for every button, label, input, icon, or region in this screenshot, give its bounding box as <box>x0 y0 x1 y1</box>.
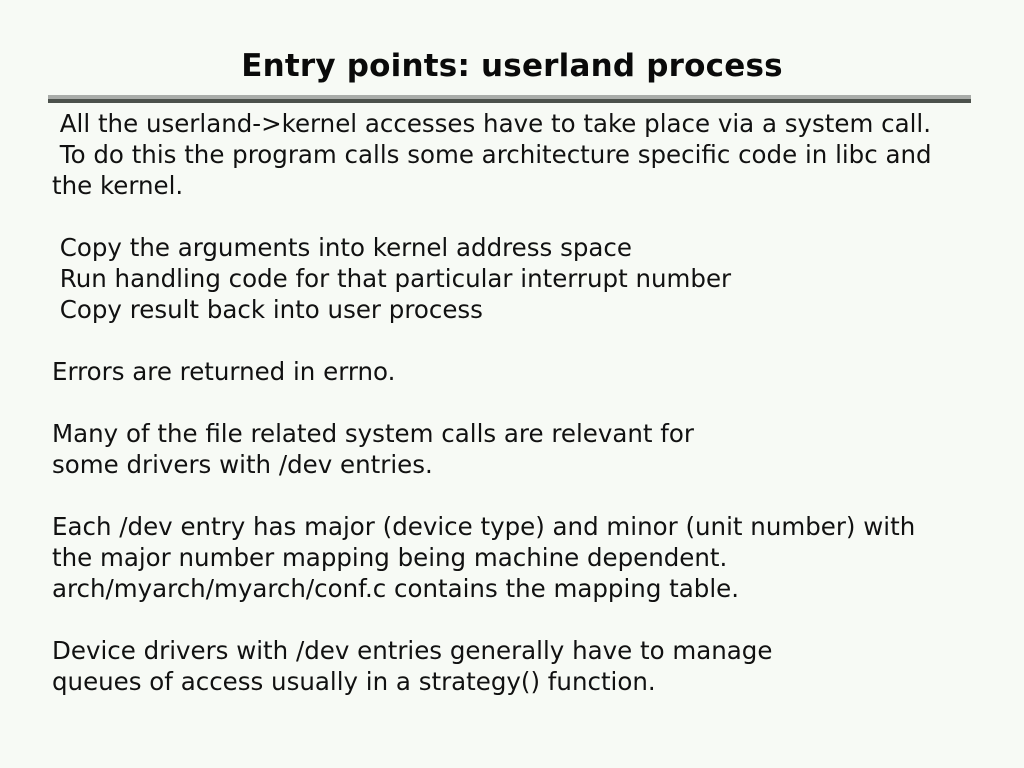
body-paragraph-intro: All the userland->kernel accesses have t… <box>52 108 992 201</box>
body-line: Many of the file related system calls ar… <box>52 419 694 448</box>
body-line: Copy the arguments into kernel address s… <box>52 233 632 262</box>
body-line: the kernel. <box>52 171 184 200</box>
title-divider-rule <box>48 95 971 103</box>
divider-shadow <box>48 99 971 103</box>
body-paragraph-file-syscalls: Many of the file related system calls ar… <box>52 418 992 480</box>
body-line: arch/myarch/myarch/conf.c contains the m… <box>52 574 739 603</box>
body-paragraph-dev-entries: Each /dev entry has major (device type) … <box>52 511 992 604</box>
body-paragraph-device-drivers: Device drivers with /dev entries general… <box>52 635 992 697</box>
body-paragraph-errors: Errors are returned in errno. <box>52 356 992 387</box>
paragraph-spacer <box>52 604 992 635</box>
slide-body: All the userland->kernel accesses have t… <box>52 108 992 697</box>
divider-highlight <box>48 95 971 99</box>
paragraph-spacer <box>52 387 992 418</box>
body-line: To do this the program calls some archit… <box>52 140 932 169</box>
slide-title: Entry points: userland process <box>241 48 783 84</box>
paragraph-spacer <box>52 325 992 356</box>
paragraph-spacer <box>52 201 992 232</box>
body-line: Errors are returned in errno. <box>52 357 396 386</box>
body-line: queues of access usually in a strategy()… <box>52 667 656 696</box>
body-line: the major number mapping being machine d… <box>52 543 728 572</box>
body-paragraph-steps: Copy the arguments into kernel address s… <box>52 232 992 325</box>
body-line: Run handling code for that particular in… <box>52 264 732 293</box>
body-line: All the userland->kernel accesses have t… <box>52 109 931 138</box>
body-line: Each /dev entry has major (device type) … <box>52 512 916 541</box>
paragraph-spacer <box>52 480 992 511</box>
body-line: Copy result back into user process <box>52 295 483 324</box>
body-line: Device drivers with /dev entries general… <box>52 636 773 665</box>
body-line: some drivers with /dev entries. <box>52 450 433 479</box>
